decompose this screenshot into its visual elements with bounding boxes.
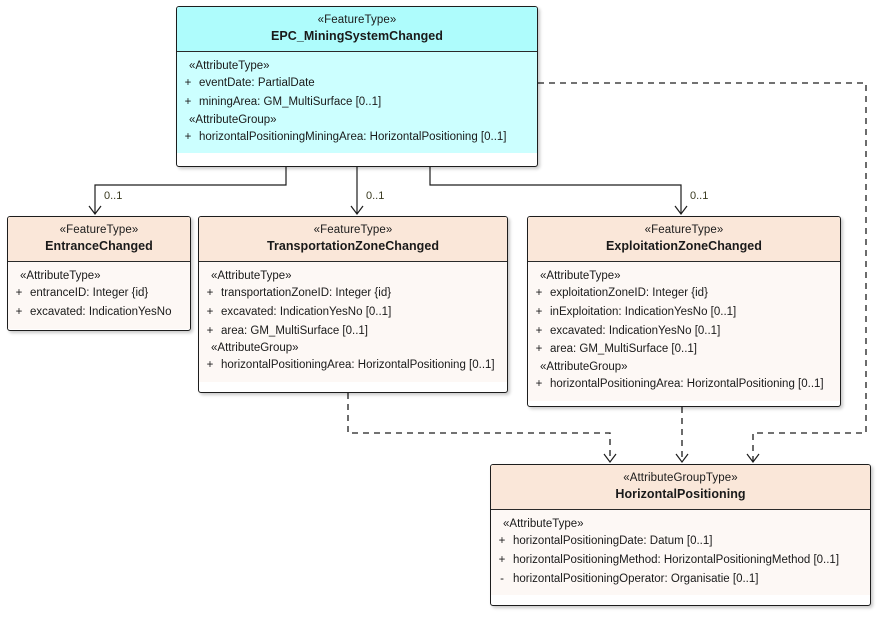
visibility-marker: +	[535, 377, 543, 390]
class-stereotype: «AttributeGroupType»	[623, 472, 738, 484]
visibility-marker: +	[206, 359, 214, 372]
attribute-row: + eventDate: PartialDate	[177, 74, 537, 93]
visibility-marker: +	[206, 324, 214, 337]
multiplicity-transportation: 0..1	[366, 190, 385, 202]
visibility-marker: +	[184, 95, 192, 108]
attribute-text: transportationZoneID: Integer {id}	[221, 287, 392, 300]
class-stereotype: «FeatureType»	[317, 14, 397, 26]
class-body-transportationzonechanged: «AttributeType» + transportationZoneID: …	[199, 262, 507, 382]
attribute-row: + inExploitation: IndicationYesNo [0..1]	[528, 303, 840, 322]
attribute-text: miningArea: GM_MultiSurface [0..1]	[199, 95, 382, 108]
attribute-text: horizontalPositioningDate: Datum [0..1]	[513, 535, 713, 548]
attribute-group-label: «AttributeType»	[503, 518, 584, 531]
class-box-exploitationzonechanged[interactable]: «FeatureType» ExploitationZoneChanged «A…	[527, 216, 841, 407]
attribute-row: + horizontalPositioningMiningArea: Horiz…	[177, 128, 537, 147]
visibility-marker: +	[206, 287, 214, 300]
attribute-text: horizontalPositioningOperator: Organisat…	[513, 572, 759, 585]
attribute-text: inExploitation: IndicationYesNo [0..1]	[550, 305, 737, 318]
class-name: EntranceChanged	[45, 239, 153, 254]
visibility-marker: +	[535, 324, 543, 337]
visibility-marker: +	[535, 305, 543, 318]
attribute-text: horizontalPositioningMiningArea: Horizon…	[199, 130, 507, 143]
visibility-marker: +	[535, 343, 543, 356]
class-body-epc-miningsystemchanged: «AttributeType» + eventDate: PartialDate…	[177, 52, 537, 154]
class-stereotype: «FeatureType»	[644, 224, 724, 236]
class-header-entrancechanged: «FeatureType» EntranceChanged	[8, 217, 190, 263]
class-box-horizontalpositioning[interactable]: «AttributeGroupType» HorizontalPositioni…	[490, 464, 871, 606]
class-body-entrancechanged: «AttributeType» + entranceID: Integer {i…	[8, 262, 190, 329]
attribute-text: entranceID: Integer {id}	[30, 287, 149, 300]
class-header-transportationzonechanged: «FeatureType» TransportationZoneChanged	[199, 217, 507, 263]
attribute-row: + horizontalPositioningArea: HorizontalP…	[528, 375, 840, 394]
attribute-row: + horizontalPositioningArea: HorizontalP…	[199, 356, 507, 375]
attribute-text: excavated: IndicationYesNo [0..1]	[221, 305, 392, 318]
visibility-marker: +	[206, 305, 214, 318]
attribute-group-label: «AttributeType»	[20, 270, 101, 283]
class-body-horizontalpositioning: «AttributeType» + horizontalPositioningD…	[491, 510, 870, 596]
attribute-row: + horizontalPositioningDate: Datum [0..1…	[491, 532, 870, 551]
attribute-text: area: GM_MultiSurface [0..1]	[550, 343, 698, 356]
class-name: HorizontalPositioning	[615, 487, 746, 502]
attribute-text: excavated: IndicationYesNo [0..1]	[550, 324, 721, 337]
attribute-row: + exploitationZoneID: Integer {id}	[528, 284, 840, 303]
visibility-marker: +	[184, 77, 192, 90]
attribute-text: horizontalPositioningMethod: HorizontalP…	[513, 553, 840, 566]
visibility-marker: +	[498, 553, 506, 566]
multiplicity-entrance: 0..1	[104, 190, 123, 202]
multiplicity-exploitation: 0..1	[690, 190, 709, 202]
attribute-group-label: «AttributeGroup»	[211, 342, 299, 355]
class-name: EPC_MiningSystemChanged	[270, 29, 443, 44]
attribute-row: + excavated: IndicationYesNo [0..1]	[528, 322, 840, 341]
class-header-epc-miningsystemchanged: «FeatureType» EPC_MiningSystemChanged	[177, 7, 537, 53]
class-name: ExploitationZoneChanged	[605, 239, 762, 254]
attribute-row: + area: GM_MultiSurface [0..1]	[528, 340, 840, 359]
attribute-group-label: «AttributeGroup»	[189, 113, 277, 126]
class-header-exploitationzonechanged: «FeatureType» ExploitationZoneChanged	[528, 217, 840, 263]
class-stereotype: «FeatureType»	[59, 224, 139, 236]
visibility-marker: +	[184, 130, 192, 143]
class-stereotype: «FeatureType»	[313, 224, 393, 236]
attribute-row: + entranceID: Integer {id}	[8, 284, 190, 303]
attribute-text: excavated: IndicationYesNo	[30, 305, 172, 318]
attribute-text: exploitationZoneID: Integer {id}	[550, 287, 708, 300]
visibility-marker: +	[535, 287, 543, 300]
attribute-text: horizontalPositioningArea: HorizontalPos…	[550, 377, 824, 390]
association-to-exploitation	[429, 167, 688, 215]
attribute-row: + transportationZoneID: Integer {id}	[199, 284, 507, 303]
attribute-row: - horizontalPositioningOperator: Organis…	[491, 570, 870, 589]
visibility-marker: +	[498, 535, 506, 548]
association-to-entrance	[88, 167, 287, 215]
attribute-row: + excavated: IndicationYesNo [0..1]	[199, 303, 507, 322]
class-box-epc-miningsystemchanged[interactable]: «FeatureType» EPC_MiningSystemChanged «A…	[176, 6, 538, 167]
attribute-row: + miningArea: GM_MultiSurface [0..1]	[177, 93, 537, 112]
attribute-row: + area: GM_MultiSurface [0..1]	[199, 322, 507, 341]
visibility-marker: +	[15, 305, 23, 318]
attribute-text: horizontalPositioningArea: HorizontalPos…	[221, 359, 495, 372]
attribute-group-label: «AttributeGroup»	[540, 360, 628, 373]
class-box-transportationzonechanged[interactable]: «FeatureType» TransportationZoneChanged …	[198, 216, 508, 393]
class-name: TransportationZoneChanged	[266, 239, 440, 254]
attribute-group-label: «AttributeType»	[189, 60, 270, 73]
class-body-exploitationzonechanged: «AttributeType» + exploitationZoneID: In…	[528, 262, 840, 401]
attribute-text: area: GM_MultiSurface [0..1]	[221, 324, 369, 337]
attribute-row: + excavated: IndicationYesNo	[8, 303, 190, 322]
attribute-text: eventDate: PartialDate	[199, 77, 315, 90]
attribute-group-label: «AttributeType»	[540, 270, 621, 283]
class-header-horizontalpositioning: «AttributeGroupType» HorizontalPositioni…	[491, 465, 870, 511]
attribute-group-label: «AttributeType»	[211, 270, 292, 283]
attribute-row: + horizontalPositioningMethod: Horizonta…	[491, 551, 870, 570]
visibility-marker: +	[15, 287, 23, 300]
class-box-entrancechanged[interactable]: «FeatureType» EntranceChanged «Attribute…	[7, 216, 191, 331]
visibility-marker: -	[500, 572, 504, 585]
